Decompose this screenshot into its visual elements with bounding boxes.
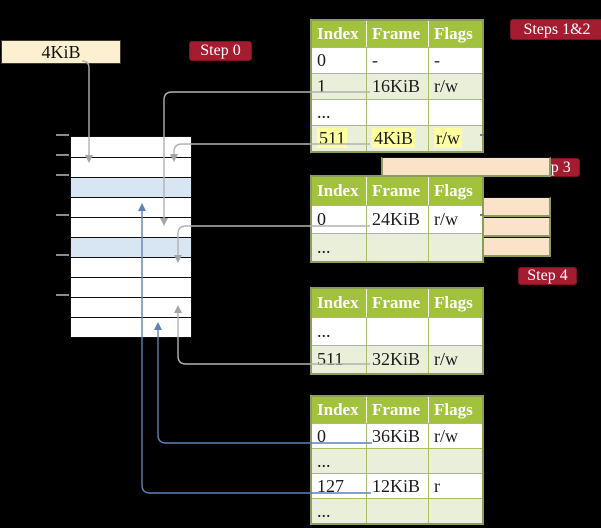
cell-flags: - (428, 48, 478, 73)
column-header-frame: Frame (366, 397, 428, 423)
table-row: ... (312, 448, 482, 473)
cell-index: 511 (317, 128, 348, 148)
column-header-flags: Flags (428, 177, 478, 205)
cell-index: ... (317, 237, 331, 257)
memory-frame-pt (381, 157, 551, 177)
cell-frame: 16KiB (366, 74, 428, 99)
memory-frame-free (71, 137, 191, 157)
cell-index: 127 (317, 476, 344, 496)
cell-flags: r/w (428, 424, 478, 448)
cell-index: 511 (317, 349, 344, 369)
cell-flags (428, 499, 478, 523)
column-header-frame: Frame (366, 289, 428, 317)
cell-frame: - (366, 48, 428, 73)
table-steps-1-2: Index Frame Flags 0 - - 1 16KiB r/w ... … (310, 19, 484, 153)
table-row: ... (312, 233, 482, 261)
column-header-frame: Frame (366, 177, 428, 205)
cell-flags: r (428, 474, 478, 498)
table-row: 0 24KiB r/w (312, 205, 482, 233)
cell-flags: r/w (428, 74, 478, 99)
memory-address-tick (56, 294, 69, 296)
memory-address-tick (56, 134, 69, 136)
cell-frame (366, 499, 428, 523)
cell-frame (366, 318, 428, 345)
column-header-flags: Flags (428, 289, 478, 317)
table-row: 511 32KiB r/w (312, 345, 482, 373)
table-row: 0 36KiB r/w (312, 423, 482, 448)
memory-frame-free (71, 297, 191, 317)
physical-memory-column (70, 136, 551, 338)
cell-index: 0 (317, 426, 326, 446)
cell-frame (366, 449, 428, 473)
cell-flags (428, 318, 478, 345)
badge-step-0: Step 0 (189, 41, 252, 61)
table-row: ... (312, 99, 482, 125)
cell-frame (366, 234, 428, 261)
memory-frame-data (71, 237, 191, 257)
cell-frame (366, 100, 428, 125)
memory-frame-free (71, 317, 191, 337)
table-leaf-level: Index Frame Flags 0 36KiB r/w ... 127 12… (310, 395, 484, 525)
cell-flags (428, 100, 478, 125)
table-row: ... (312, 317, 482, 345)
cell-flags: r/w (428, 126, 478, 151)
table-step-4: Index Frame Flags ... 511 32KiB r/w (310, 287, 484, 375)
cell-flags: r/w (428, 346, 478, 373)
memory-frame-data (71, 177, 191, 197)
column-header-flags: Flags (428, 21, 478, 47)
cell-flags: r/w (428, 206, 478, 233)
cell-flags (428, 449, 478, 473)
table-row: 127 12KiB r (312, 473, 482, 498)
cell-index: ... (317, 321, 331, 341)
memory-address-tick (56, 254, 69, 256)
table-row: ... (312, 498, 482, 523)
table-row-highlighted: 511 4KiB r/w (312, 125, 482, 151)
memory-frame-free (71, 277, 191, 297)
table-row: 1 16KiB r/w (312, 73, 482, 99)
cell-frame: 32KiB (366, 346, 428, 373)
cell-index: 1 (317, 76, 326, 96)
cell-index: 0 (317, 209, 326, 229)
column-header-flags: Flags (428, 397, 478, 423)
column-header-index: Index (317, 400, 359, 419)
badge-step-4: Step 4 (518, 267, 577, 285)
cell-frame: 24KiB (366, 206, 428, 233)
memory-address-tick (56, 214, 69, 216)
cell-frame: 4KiB (366, 126, 428, 151)
column-header-index: Index (317, 24, 359, 43)
table-row: 0 - - (312, 47, 482, 73)
memory-frame-free (71, 197, 191, 217)
memory-frame-free (71, 257, 191, 277)
memory-address-tick (56, 174, 69, 176)
table-step-3: Index Frame Flags 0 24KiB r/w ... (310, 175, 484, 263)
cell-index: ... (317, 451, 331, 471)
cell-index: ... (317, 501, 331, 521)
cell-index: ... (317, 102, 331, 122)
memory-frame-free (71, 157, 191, 177)
memory-frame-free (71, 217, 191, 237)
badge-steps-1-2: Steps 1&2 (510, 19, 601, 40)
frame-size-label: 4KiB (1, 40, 121, 64)
cell-index: 0 (317, 50, 326, 70)
column-header-frame: Frame (366, 21, 428, 47)
cell-frame: 36KiB (366, 424, 428, 448)
memory-address-tick (56, 154, 69, 156)
column-header-index: Index (317, 293, 359, 312)
cell-frame: 12KiB (366, 474, 428, 498)
column-header-index: Index (317, 181, 359, 200)
cell-flags (428, 234, 478, 261)
